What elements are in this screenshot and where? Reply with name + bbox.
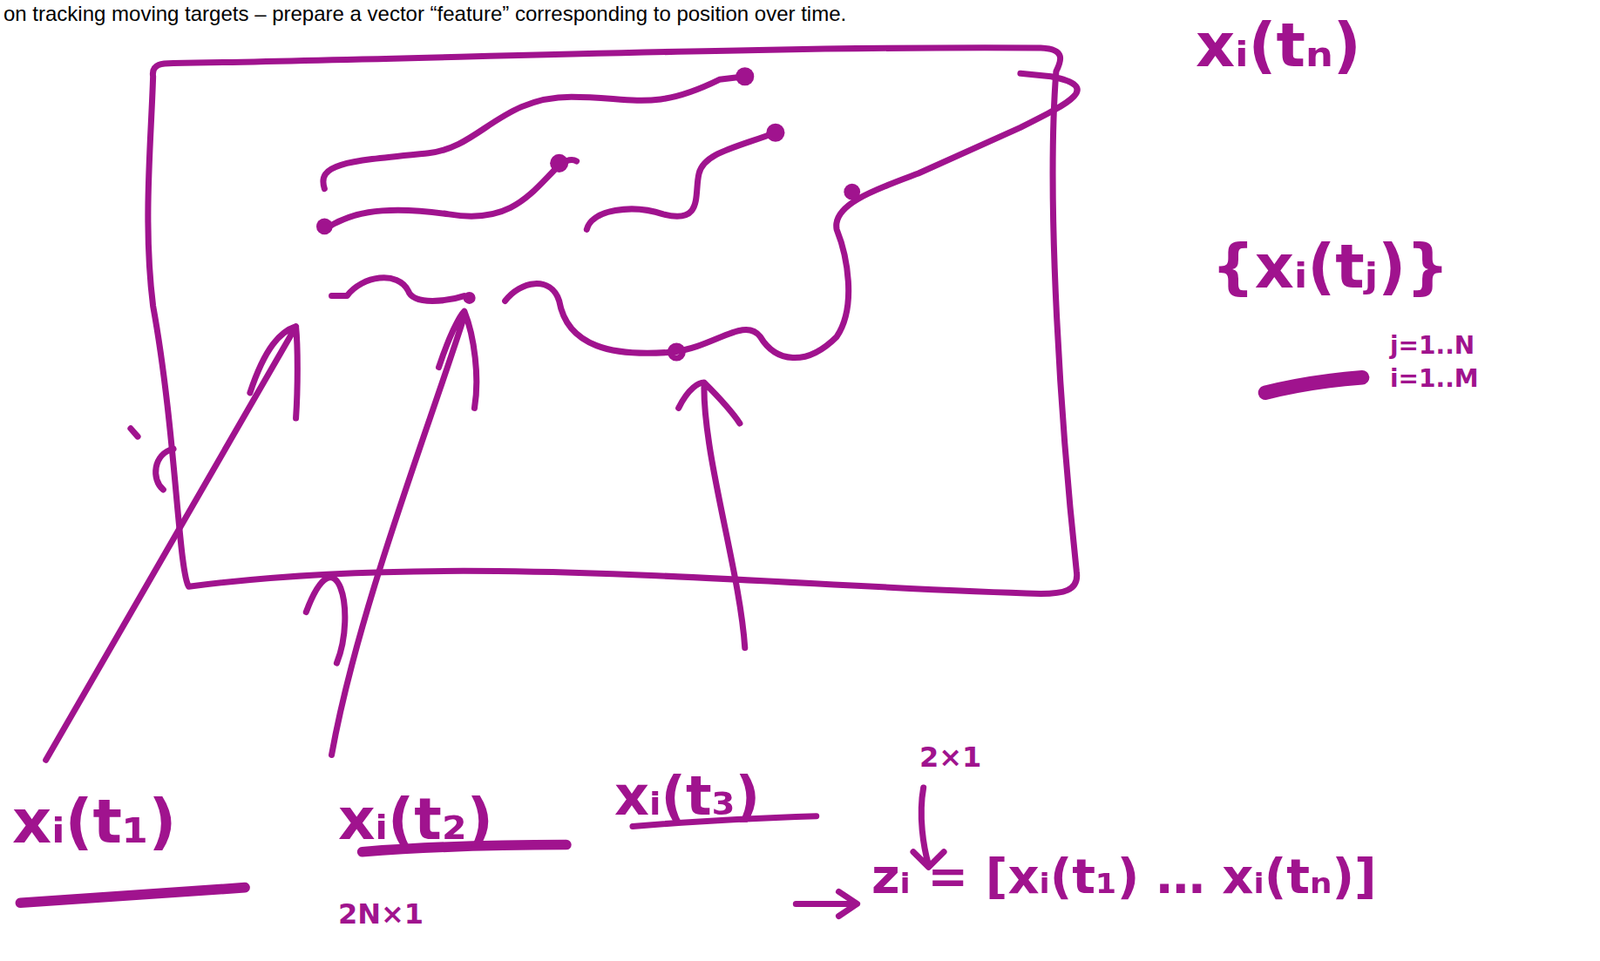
handwritten-label: j=1..N (1389, 332, 1475, 360)
handwritten-label: xᵢ(tₙ) (1195, 12, 1362, 80)
trajectory (324, 160, 577, 231)
underline (20, 888, 245, 904)
trajectory (332, 277, 465, 302)
underline (1265, 377, 1363, 394)
arrow-mark (795, 891, 857, 916)
handwritten-label: zᵢ = [xᵢ(t₁) … xᵢ(tₙ)] (871, 849, 1377, 904)
pointer-arrow (305, 577, 346, 664)
pointer-arrow (332, 311, 477, 755)
end-dot (735, 67, 754, 86)
handwritten-label: 2N×1 (338, 899, 424, 930)
trajectory (323, 76, 746, 190)
end-dot (766, 123, 785, 143)
end-dot (549, 154, 569, 173)
end-dot (463, 291, 476, 305)
handwritten-label: i=1..M (1389, 366, 1479, 394)
handwritten-label: xᵢ(t₂) (338, 788, 494, 853)
trajectory (586, 132, 776, 230)
handwritten-label: {xᵢ(tⱼ)} (1211, 233, 1450, 301)
page-heading: on tracking moving targets – prepare a v… (3, 1, 847, 27)
end-dot (316, 218, 333, 236)
trajectory (505, 73, 1078, 358)
end-dot (843, 183, 861, 201)
frame-mark (155, 448, 174, 490)
pointer-arrow (678, 382, 746, 648)
sample-point (670, 345, 683, 359)
frame-outline (148, 47, 1078, 595)
handwritten-label: xᵢ(t₃) (614, 766, 760, 827)
handwritten-label: xᵢ(t₁) (12, 788, 177, 856)
pointer-arrow (46, 326, 299, 761)
frame-mark (130, 428, 138, 437)
handwritten-label: 2×1 (919, 742, 982, 773)
